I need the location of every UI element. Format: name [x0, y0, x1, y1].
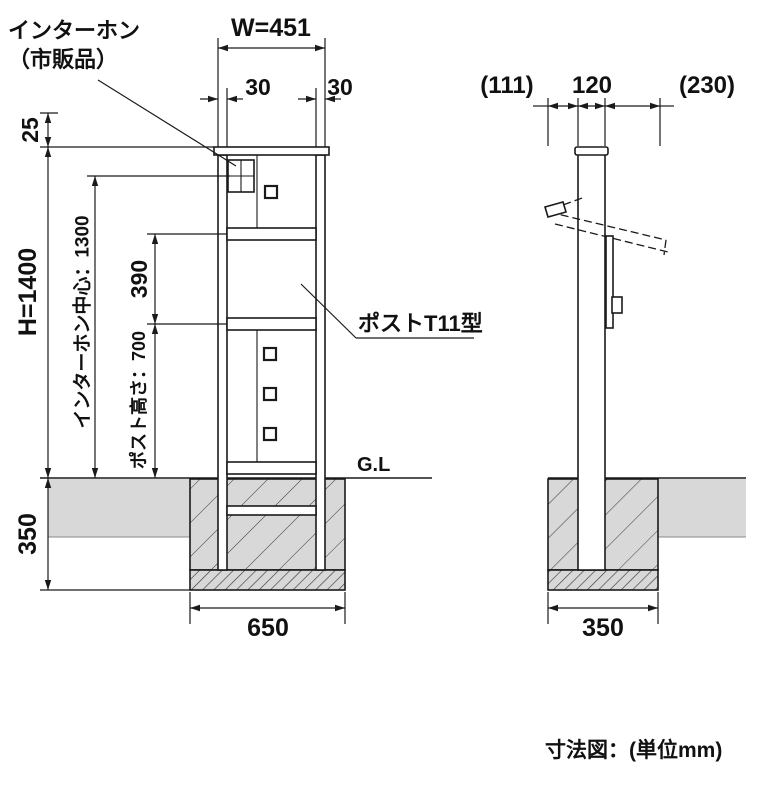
label-intercom-line2: （市販品） [8, 47, 118, 72]
front-dimensions: W=451 30 30 25 H=1400 350 インターホン中心：1300 … [14, 14, 353, 642]
post-model-leader-line [300, 283, 357, 339]
dim-margin-right-text: 30 [327, 74, 353, 100]
front-view-structure [213, 146, 330, 571]
top-cap [213, 146, 330, 156]
intercom-leader-line [97, 79, 237, 167]
underground-crossbar [226, 505, 317, 516]
dim-post-depth-text: 120 [572, 72, 612, 99]
gravel-strip-front [189, 569, 346, 591]
side-dimensions: (111) 120 (230) 350 [480, 72, 735, 642]
right-post [315, 154, 326, 571]
ground-right [658, 479, 746, 537]
phantom-mailbox [543, 196, 669, 329]
dim-foundation-width-front-text: 650 [247, 614, 289, 642]
deco-square-2 [262, 386, 278, 402]
ground-left [48, 479, 190, 537]
dim-margin-left-text: 30 [245, 74, 271, 100]
dim-post-height-text: ポスト高さ：700 [128, 331, 149, 469]
band-middle [226, 317, 317, 331]
label-post-model: ポストT11型 [358, 311, 483, 336]
deco-square-1 [262, 346, 278, 362]
side-view-structure [543, 146, 669, 571]
dim-intercom-center-text: インターホン中心：1300 [71, 215, 94, 428]
dim-total-width-text: W=451 [231, 14, 311, 42]
mailbox-door-profile [605, 235, 614, 329]
dim-side-front-offset-text: (111) [480, 72, 533, 99]
drawing-caption: 寸法図：(単位mm) [545, 738, 722, 762]
left-post [217, 154, 228, 571]
label-intercom-line1: インターホン [8, 18, 140, 43]
band-upper [226, 227, 317, 241]
dim-foundation-depth-text: 350 [14, 513, 42, 555]
dim-cap-offset-text: 25 [17, 117, 43, 143]
dim-total-height-text: H=1400 [14, 248, 42, 336]
intercom-box [227, 159, 255, 193]
dim-side-rear-offset-text: (230) [679, 72, 735, 99]
dim-foundation-width-side-text: 350 [582, 614, 624, 642]
side-post-cap [574, 146, 609, 156]
deco-square-3 [262, 426, 278, 442]
ground-front [40, 477, 432, 591]
mailbox-latch [611, 296, 623, 314]
gravel-strip-side [547, 569, 659, 591]
side-post [577, 152, 606, 571]
band-bottom [226, 461, 317, 475]
callouts: インターホン （市販品） ポストT11型 G.L [8, 18, 483, 476]
dim-panel-opening-text: 390 [126, 260, 152, 298]
label-ground-level: G.L [357, 454, 390, 476]
deco-square-upper [263, 184, 279, 200]
mail-flap [543, 201, 568, 218]
